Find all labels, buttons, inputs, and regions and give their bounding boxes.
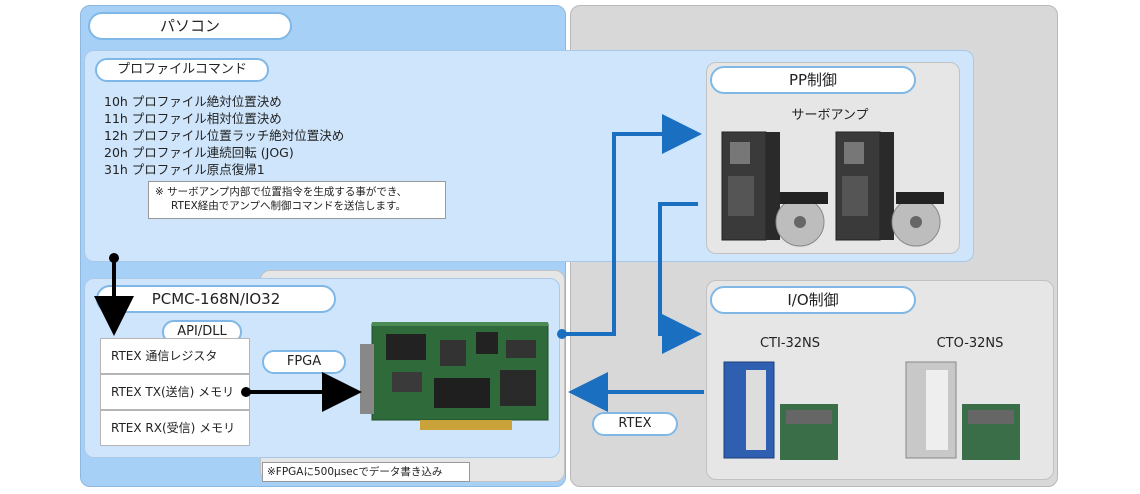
register-tx: RTEX TX(送信) メモリ [100,374,250,410]
board-title: PCMC-168N/IO32 [96,285,336,313]
rtex-label: RTEX [592,412,678,436]
command-list: 10h プロファイル絶対位置決め 11h プロファイル相対位置決め 12h プロ… [104,93,464,178]
command-item: 31h プロファイル原点復帰1 [104,162,265,177]
io-title: I/O制御 [710,286,916,314]
profile-note: ※ サーボアンプ内部で位置指令を生成する事ができ、 RTEX経由でアンプへ制御コ… [148,181,446,219]
fpga-label: FPGA [262,350,346,374]
register-comm: RTEX 通信レジスタ [100,338,250,374]
cti-label: CTI-32NS [759,336,821,351]
servo-amp-label: サーボアンプ [791,108,869,123]
cto-label: CTO-32NS [936,336,1004,351]
note-line: RTEX経由でアンプへ制御コマンドを送信します。 [171,200,406,212]
board-footnote: ※FPGAに500μsecでデータ書き込み [262,462,470,482]
pp-title: PP制御 [710,66,916,94]
command-item: 12h プロファイル位置ラッチ絶対位置決め [104,128,345,143]
register-rx: RTEX RX(受信) メモリ [100,410,250,446]
command-item: 11h プロファイル相対位置決め [104,111,282,126]
profile-title: プロファイルコマンド [95,58,269,82]
pc-title: パソコン [88,12,292,40]
note-line: ※ サーボアンプ内部で位置指令を生成する事ができ、 [155,186,408,198]
command-item: 20h プロファイル連続回転 (JOG) [104,145,294,160]
command-item: 10h プロファイル絶対位置決め [104,94,282,109]
